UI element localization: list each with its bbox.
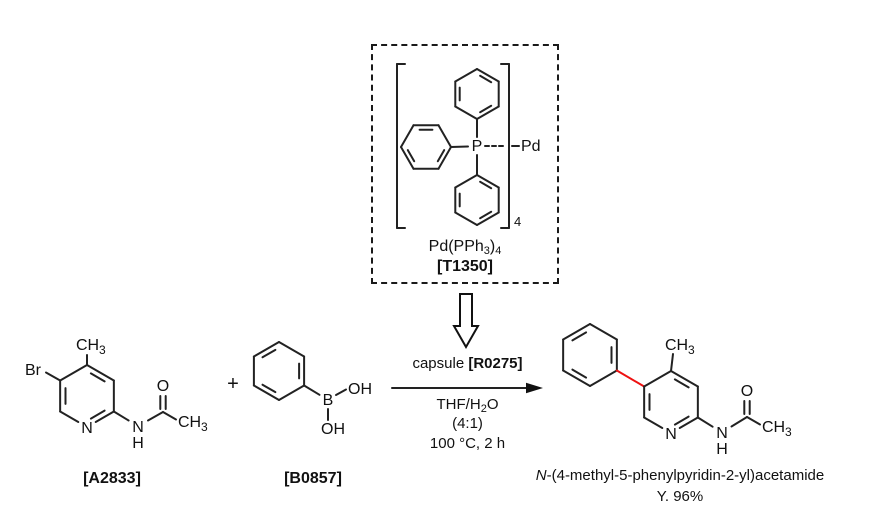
phosphine-bonds — [450, 118, 520, 176]
reactant2-structure: B OH OH — [252, 341, 372, 438]
guide-down-arrow-icon — [452, 293, 480, 350]
phenyl-ring-bottom — [454, 174, 500, 226]
reaction-arrow-icon — [391, 382, 543, 394]
atom-label-pd: Pd — [521, 138, 541, 155]
boronic-acid-bonds — [303, 384, 347, 421]
atom-label-methyl-sub: 3 — [99, 343, 106, 357]
atom-label-methyl: CH — [665, 337, 688, 354]
atom-label-acetyl: CH — [178, 414, 201, 431]
atom-label-amide-h: H — [132, 435, 144, 452]
atom-label-p: P — [472, 138, 483, 155]
solvent-line: THF/H2O — [436, 396, 499, 415]
pyridine-ring — [59, 364, 115, 423]
product-yield: Y. 96% — [656, 488, 704, 505]
atom-label-ring-n: N — [665, 426, 677, 443]
product-pyridine-ring — [643, 370, 699, 429]
new-coupling-bond — [615, 369, 646, 388]
reactant1-code: [A2833] — [83, 470, 141, 487]
phenyl-ring — [252, 341, 306, 401]
atom-label-methyl-sub: 3 — [688, 343, 695, 357]
atom-label-methyl: CH — [76, 337, 99, 354]
atom-label-acetyl: CH — [762, 419, 785, 436]
phenyl-ring-left — [400, 124, 452, 170]
atom-label-o: O — [157, 378, 169, 395]
atom-label-amide-h: H — [716, 441, 728, 458]
atom-label-acetyl-sub: 3 — [785, 425, 792, 439]
reagent-line: capsule [R0275] — [412, 355, 523, 372]
left-bracket — [396, 63, 406, 229]
reactant2-code: [B0857] — [284, 470, 342, 487]
product-structure: CH 3 N N H O CH 3 — [562, 323, 792, 458]
atom-label-amide-n: N — [716, 425, 728, 442]
temperature-time-line: 100 °C, 2 h — [429, 435, 506, 452]
atom-label-amide-n: N — [132, 419, 144, 436]
atom-label-br: Br — [25, 362, 42, 379]
product-name: N-(4-methyl-5-phenylpyridin-2-yl)acetami… — [535, 467, 825, 484]
right-bracket — [500, 63, 510, 229]
atom-label-oh-bottom: OH — [321, 421, 345, 438]
substituent-bonds — [45, 354, 177, 422]
atom-label-acetyl-sub: 3 — [201, 420, 208, 434]
bracket-subscript: 4 — [514, 214, 521, 229]
product-phenyl-ring — [562, 323, 618, 387]
atom-label-oh-top: OH — [348, 381, 372, 398]
catalyst-code: [T1350] — [436, 258, 494, 275]
plus-sign: + — [227, 373, 239, 395]
product-substituent-bonds — [670, 353, 761, 428]
reactant1-structure: Br CH 3 N N H O CH 3 — [25, 337, 208, 452]
catalyst-structure: P Pd 4 — [396, 63, 541, 229]
catalyst-formula: Pd(PPh3)4 — [428, 238, 502, 257]
catalyst-box: P Pd 4 Pd(PPh3)4 [T1350] — [371, 44, 559, 284]
atom-label-boron: B — [323, 392, 334, 409]
phenyl-ring-top — [454, 68, 500, 120]
atom-label-ring-n: N — [81, 420, 93, 437]
atom-label-o: O — [741, 383, 753, 400]
ratio-line: (4:1) — [452, 415, 483, 432]
